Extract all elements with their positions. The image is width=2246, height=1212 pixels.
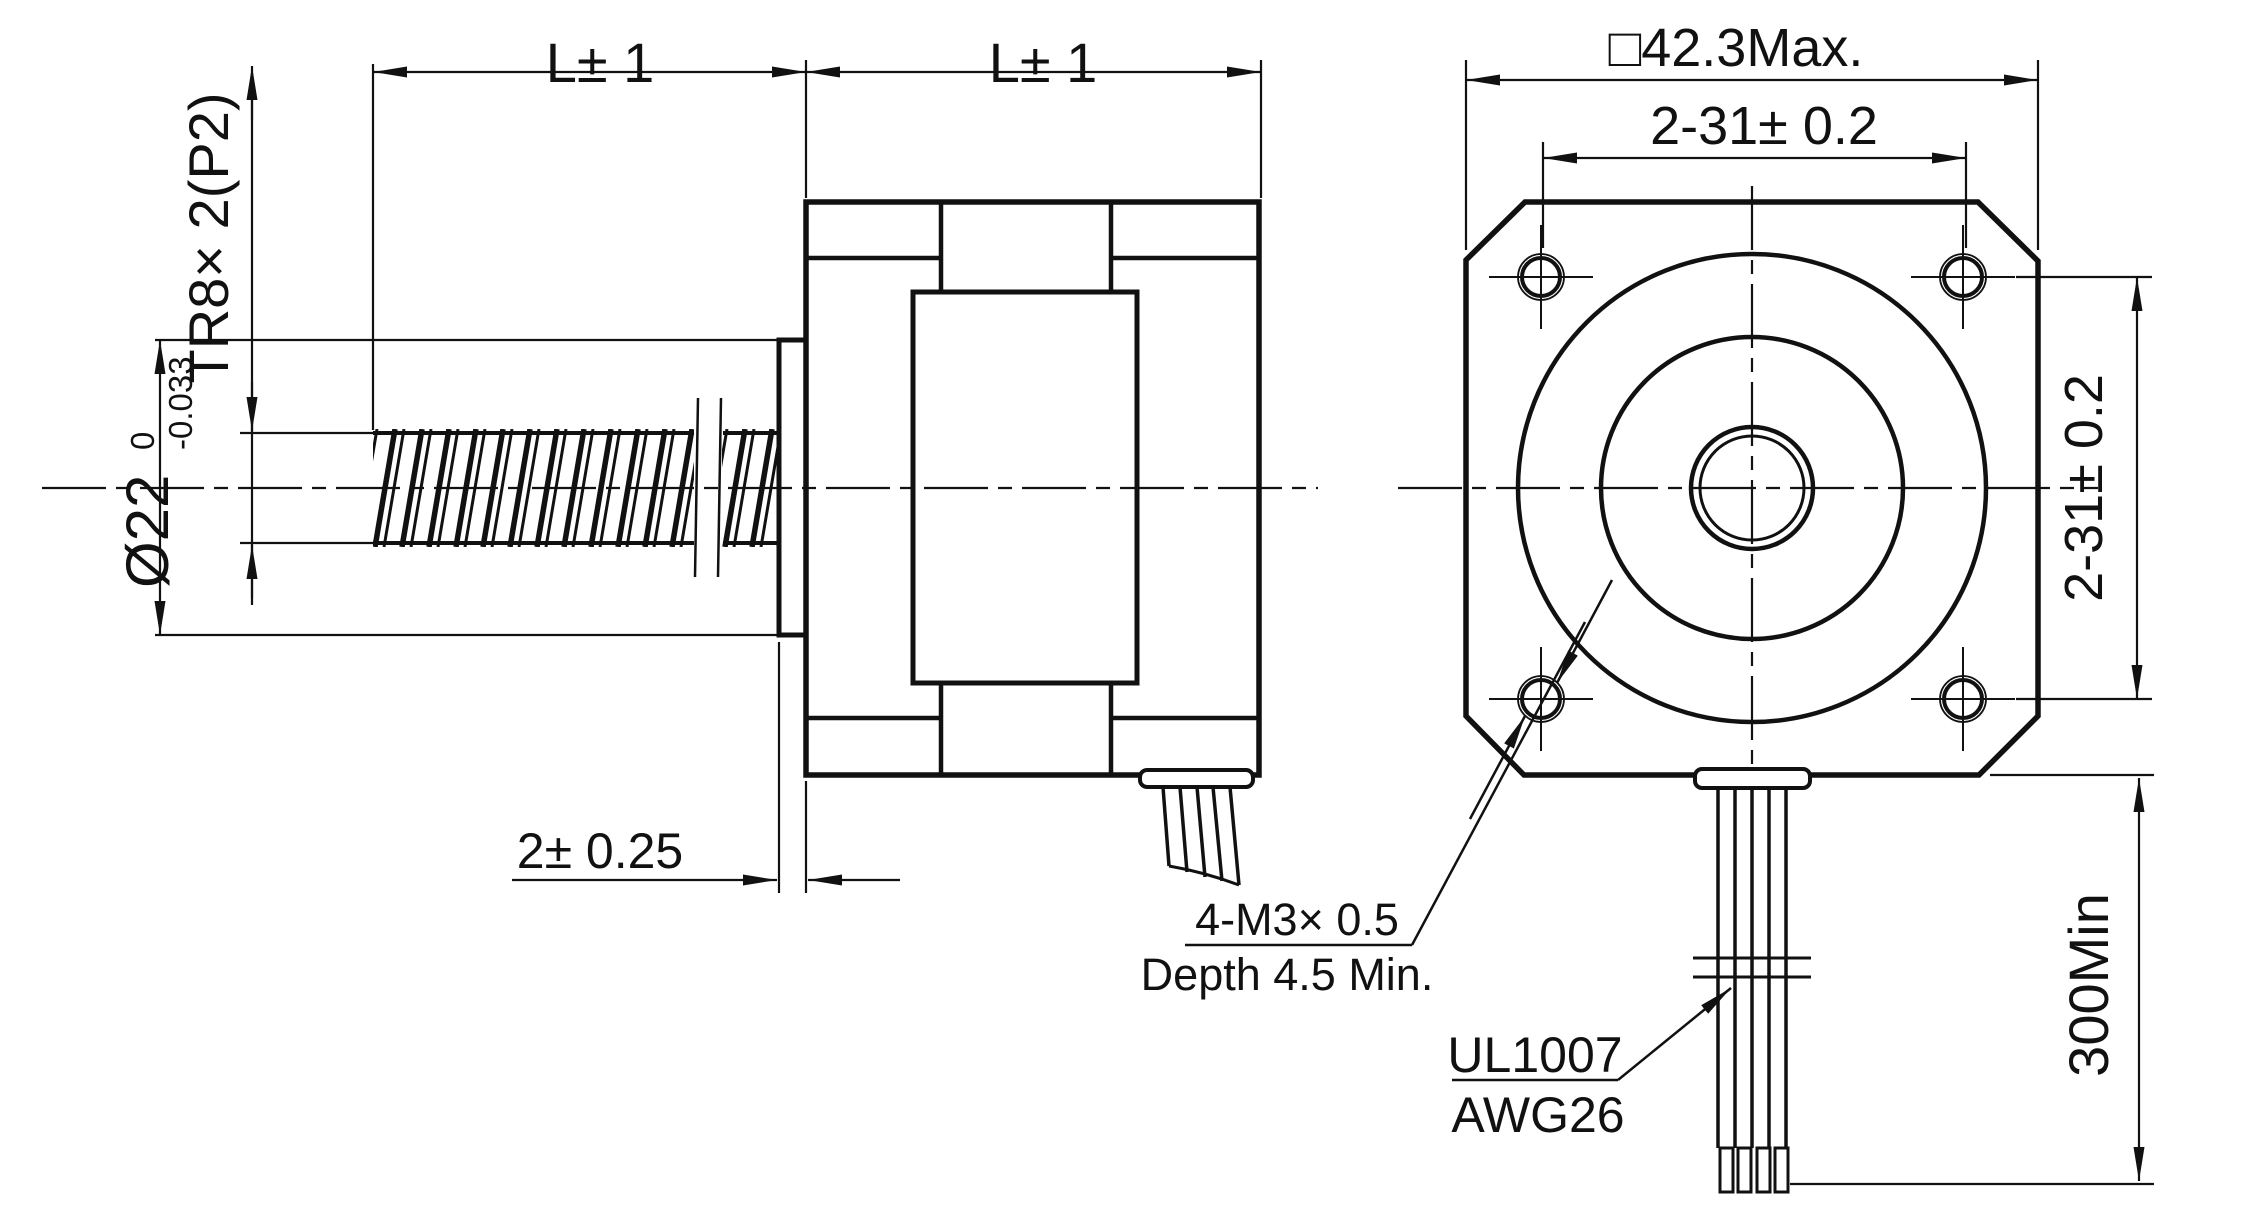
dim-hole-spacing-v [2016,275,2152,701]
wire-spec-line2: AWG26 [1451,1087,1624,1143]
wire-stripped-end [1718,1146,1735,1194]
dim-thread [240,66,373,605]
wire-stripped-end [1773,1146,1790,1194]
hole-spacing-h-label: 2-31± 0.2 [1650,96,1878,156]
dim-hole-spacing-h [1541,142,1968,248]
mounting-hole [1489,225,1593,329]
thread-break-mark [693,397,700,578]
body-length-label: L± 1 [989,31,1098,94]
hole-spacing-v-label: 2-31± 0.2 [2054,374,2114,602]
dim-frame-size [1464,60,2040,250]
wire-length-label: 300Min [2057,893,2120,1077]
side-view: L± 1 L± 1 TR8× 2(P2) Ø22 0 -0.03 [42,31,1318,893]
wire-grommet-front [1693,767,1812,790]
dim-flange-thickness [512,642,900,893]
dim-wire-length [1790,773,2154,1186]
pilot-tol-upper: 0 [124,432,161,450]
tap-callout-line2: Depth 4.5 Min. [1141,949,1434,1000]
front-view: □42.3Max. 2-31± 0.2 2-31± 0.2 300Min [1141,18,2154,1194]
dim-body-length [806,60,1263,198]
wire-spec-line1: UL1007 [1447,1027,1622,1083]
pilot-tol-lower: -0.033 [162,356,199,450]
tap-callout [1185,579,1614,947]
motor-body-detail [806,202,1259,775]
wire-stripped-end [1736,1146,1753,1194]
screw-length-label: L± 1 [546,31,655,94]
flange-thickness-label: 2± 0.25 [517,823,683,879]
tap-callout-line1: 4-M3× 0.5 [1195,894,1399,945]
wire-grommet-side [1138,768,1255,789]
lead-wires-side [1161,786,1241,887]
pilot-diameter-label: Ø22 [114,475,181,588]
mounting-hole [1489,647,1593,751]
wire-stripped-end [1755,1146,1772,1194]
thread-spec-label: TR8× 2(P2) [177,93,240,384]
mounting-hole [1911,647,2015,751]
frame-size-label: □42.3Max. [1609,18,1864,78]
lead-wires-front [1693,788,1811,1194]
dim-screw-length [371,60,808,430]
thread-break-mark [716,397,723,578]
mounting-holes [1489,225,2015,751]
mounting-hole [1911,225,2015,329]
dim-pilot-diameter [154,338,790,637]
wire-spec-callout [1452,987,1732,1082]
